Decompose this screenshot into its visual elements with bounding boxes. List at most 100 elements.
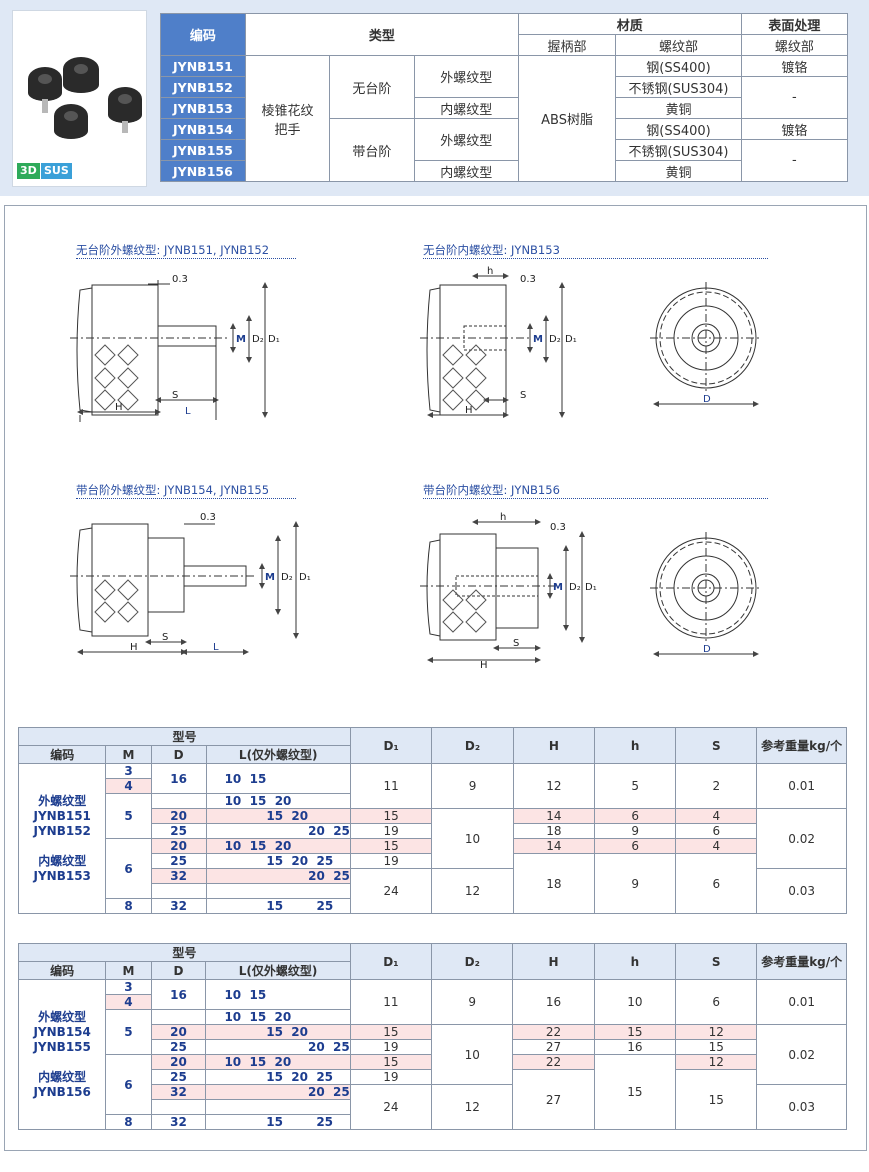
drawing-int-step xyxy=(420,519,762,663)
cell-L: 15 20 25 xyxy=(205,1069,351,1085)
cell-H: 18 xyxy=(512,823,596,839)
cell-weight: 0.03 xyxy=(756,868,847,914)
dim-label: H xyxy=(130,642,138,653)
type-int-1: 内螺纹型 xyxy=(413,97,519,119)
cell-S: 12 xyxy=(675,1054,758,1070)
cell-weight: 0.01 xyxy=(756,763,847,809)
cell-L xyxy=(205,883,351,899)
cell-D: 25 xyxy=(150,853,207,869)
code-cell: JYNB154 xyxy=(160,118,246,140)
header-h: h xyxy=(593,943,677,980)
dim-label: M xyxy=(265,572,275,583)
cell-M: 8 xyxy=(105,1114,152,1130)
cell-D: 32 xyxy=(150,868,207,884)
cell-H: 14 xyxy=(512,838,596,854)
cell-D: 16 xyxy=(150,763,207,794)
cell-D2: 12 xyxy=(431,1084,514,1130)
cell-h: 10 xyxy=(593,979,677,1025)
cell-L: 10 15 xyxy=(205,763,351,794)
cell-D2: 10 xyxy=(431,808,514,869)
cell-S: 6 xyxy=(675,823,758,839)
title-underline xyxy=(423,498,768,499)
header-d2: D₂ xyxy=(431,727,514,764)
cell-weight: 0.03 xyxy=(756,1084,847,1130)
cell-D: 25 xyxy=(150,823,207,839)
dim-label: S xyxy=(172,390,178,401)
dim-label: D xyxy=(703,394,711,405)
cell-S: 2 xyxy=(675,763,758,809)
cell-H: 27 xyxy=(512,1069,595,1130)
cell-D1: 15 xyxy=(349,838,433,854)
dim-label: D₂ xyxy=(252,334,264,345)
cell-L: 15 25 xyxy=(205,898,351,914)
dim-label: H xyxy=(480,660,488,671)
cell-S: 6 xyxy=(675,853,758,914)
dim-label: S xyxy=(513,638,519,649)
drawing-title-4: 带台阶内螺纹型: JYNB156 xyxy=(423,483,560,497)
header-h: h xyxy=(594,727,677,764)
header-model: 型号 xyxy=(18,943,351,962)
dim-label: L xyxy=(185,406,191,417)
cell-h: 6 xyxy=(594,838,677,854)
dimension-table-a: 型号 D₁ D₂ H h S 参考重量kg/个 编码 M D L(仅外螺纹型) … xyxy=(17,727,847,914)
cell-weight: 0.02 xyxy=(756,808,847,869)
cell-S: 4 xyxy=(675,838,758,854)
header-material: 材质 xyxy=(517,13,742,35)
header-d1: D₁ xyxy=(349,943,433,980)
cell-L: 15 25 xyxy=(205,1114,351,1130)
header-code: 编码 xyxy=(17,745,107,764)
cell-h: 15 xyxy=(593,1054,677,1130)
dim-label: D₁ xyxy=(585,582,597,593)
cell-L xyxy=(205,1099,351,1115)
cell-M: 3 xyxy=(105,763,152,779)
surface-cell: - xyxy=(740,76,849,119)
cell-H: 16 xyxy=(512,979,595,1025)
header-M: M xyxy=(105,961,152,980)
cell-M: 6 xyxy=(105,838,152,899)
cell-D xyxy=(150,883,207,899)
cell-L: 20 25 xyxy=(205,1084,351,1100)
grip-material: ABS树脂 xyxy=(517,55,617,182)
cell-L: 15 20 xyxy=(205,1024,351,1040)
badge-3d: 3D xyxy=(17,163,40,179)
cell-S: 15 xyxy=(675,1039,758,1055)
cell-D1: 19 xyxy=(349,1039,433,1055)
technical-drawings: 0.3 M D₂ D₁ H S L h 0.3 M D₂ D₁ H S D 0.… xyxy=(70,266,762,671)
cell-D xyxy=(150,793,207,809)
knob-photo-illustration xyxy=(28,57,142,139)
cell-h: 6 xyxy=(594,808,677,824)
code-cell: JYNB156 xyxy=(160,160,246,182)
header-M: M xyxy=(105,745,152,764)
dim-label: D₂ xyxy=(549,334,561,345)
cell-M: 4 xyxy=(105,778,152,794)
cell-D2: 10 xyxy=(431,1024,514,1085)
spec-table: 编码 类型 材质 表面处理 握柄部 螺纹部 螺纹部 JYNB151 棱锥花纹 把… xyxy=(160,13,849,182)
header-L: L(仅外螺纹型) xyxy=(205,961,351,980)
thread-material: 不锈钢(SUS304) xyxy=(615,139,742,161)
drawing-title-3: 带台阶外螺纹型: JYNB154, JYNB155 xyxy=(76,483,270,497)
thread-material: 黄铜 xyxy=(615,160,742,182)
cell-H: 18 xyxy=(512,853,596,914)
cell-L: 15 20 xyxy=(205,808,351,824)
dimension-table-b: 型号 D₁ D₂ H h S 参考重量kg/个 编码 M D L(仅外螺纹型) … xyxy=(17,943,847,1130)
product-header-band: 3D SUS 编码 类型 材质 表面处理 握柄部 螺纹部 螺纹部 JYNB151… xyxy=(0,0,869,196)
title-underline xyxy=(423,258,768,259)
cell-S: 15 xyxy=(675,1069,758,1130)
header-D: D xyxy=(150,745,207,764)
cell-D1: 15 xyxy=(349,1054,433,1070)
cell-D1: 24 xyxy=(349,1084,433,1130)
cell-L: 20 25 xyxy=(205,1039,351,1055)
drawing-title-1: 无台阶外螺纹型: JYNB151, JYNB152 xyxy=(76,243,270,257)
dim-label: D xyxy=(703,644,711,655)
cell-H: 14 xyxy=(512,808,596,824)
cell-D: 20 xyxy=(150,1054,207,1070)
cell-weight: 0.01 xyxy=(756,979,847,1025)
type-main: 棱锥花纹 把手 xyxy=(244,55,331,182)
code-cell: JYNB155 xyxy=(160,139,246,161)
type-no-step: 无台阶 xyxy=(329,55,415,119)
cell-D: 32 xyxy=(150,1114,207,1130)
dim-label: D₂ xyxy=(281,572,293,583)
cell-L: 10 15 xyxy=(205,979,351,1010)
code-group: 外螺纹型 JYNB154 JYNB155 内螺纹型 JYNB156 xyxy=(17,979,107,1130)
header-d2: D₂ xyxy=(431,943,514,980)
